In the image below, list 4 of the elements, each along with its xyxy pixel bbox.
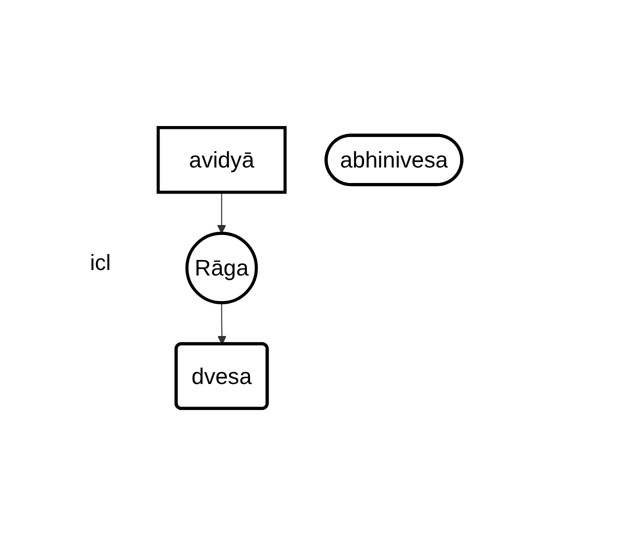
node-box: avidyā [156, 126, 287, 194]
node-circle: Rāga [185, 232, 258, 304]
side-label: icl [90, 250, 111, 276]
arrow [217, 192, 226, 234]
